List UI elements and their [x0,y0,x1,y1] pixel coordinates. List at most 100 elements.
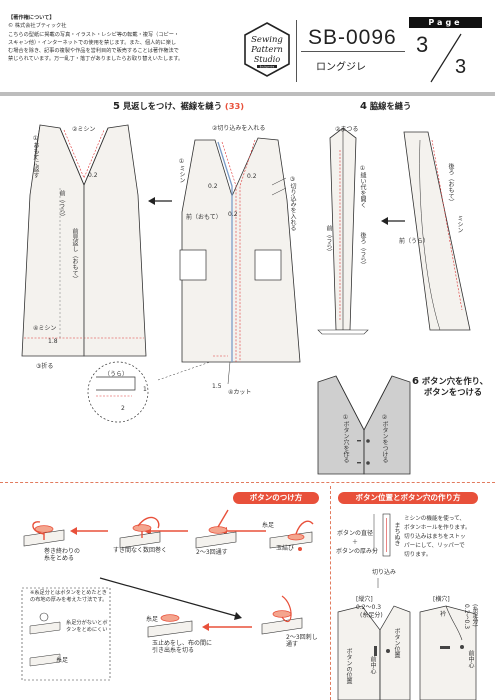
step-number: 5 [113,101,120,112]
label-front-ura: 前（うら） [325,225,332,255]
label-itoashi: 糸足 [262,522,275,529]
label-omote-fold: ①おもてに返す [32,135,39,178]
label-front-omote: 前（おもて） [186,214,222,221]
arrow-left-icon [148,197,172,205]
step-number: 4 [360,101,367,112]
section-divider [0,482,495,483]
step-title-text: ボタンをつける [424,387,483,397]
copyright-notice: 【著作権について】 © 株式会社ブティック社 こちらの型紙に掲載の写真・イラスト… [8,14,238,64]
label-d15: 1.5 [212,383,222,390]
label-no-ashi: 糸足分がないとボタンをとめにくい [66,620,108,633]
label-detail-1: 1 [143,386,147,393]
arrow-left-icon [381,217,405,225]
note-line: ボタンホールを作ります。 [404,525,471,531]
step-number: 6 [412,376,419,387]
pattern-name: ロングジレ [316,62,366,73]
section-divider-vertical [330,486,331,700]
note-line: 切ります。 [404,552,432,558]
label-step6-right: ②ボタンをつける [381,414,388,463]
label-ashi: 糸足 [56,657,69,664]
label-machine: まちぬき [393,522,400,546]
label-kiri3: ③切り込みを入れる [289,176,296,231]
label-thickness: ボタンの厚み分 [336,548,379,555]
sewing-pattern-studio-logo: Sewing Pattern Studio Boutique-sha [243,22,291,77]
label-btn-pos: ボタン位置 [393,628,400,658]
copyright-line: こちらの型紙に掲載の写真・イラスト・レシピ等の転載・複写（コピー・ [8,31,180,38]
label-ashi-note: ※糸足分とはボタンをとめたときの布地の厚みを考えた寸法です。 [30,590,108,603]
note-line: ミシンの機能を使って、 [404,516,465,522]
label-ashi-note2: (糸足分) [471,604,478,627]
copyright-line: む場合を除き、記事の複製や作品を営利目的で販売することは著作権法で [8,48,179,55]
label-d02: 0.2 [247,173,257,180]
label-kiri-ire: ②切り込みを入れる [212,125,266,132]
step-ref: (33) [224,101,245,111]
pattern-code: SB-0096 [308,26,397,49]
page-total: 3 [455,56,467,78]
label-seam-open: ①縫い代を開く [359,165,366,208]
section-pill-button-attach: ボタンのつけ方 [233,492,319,504]
logo-text: Sewing [251,35,283,45]
label-back-ura: 後ろ（うら） [359,232,366,268]
label-d0203: 0.2〜0.3 [356,604,382,611]
label-stitch: 2〜3回刺し通す [286,634,318,648]
step6-title: 6 ボタン穴を作り、 ボタンをつける [412,376,488,398]
label-detail-ura: （うら） [104,371,129,378]
label-ito: 糸足 [146,616,159,623]
label-d02: 0.2 [228,211,238,218]
step-title-text: 脇線を縫う [369,101,412,111]
header-divider [296,20,297,82]
label-mishin: ミシン [456,215,463,233]
label-cut4: ④カット [228,389,252,396]
note-line: 切り込みはまちをストッ [404,534,466,540]
label-detail-2: 2 [121,405,125,412]
label-d02: 0.2 [88,172,98,179]
label-d02: 0.2 [208,183,218,190]
page-current: 3 [416,32,429,57]
label-tamadome: 玉止めをし、布の間に引き出糸を切る [152,640,213,654]
label-center: 前中心 [369,656,376,674]
label-kirikomi: 切り込み [372,569,397,576]
label-btn-pos2: ボタンの位置 [345,648,352,684]
page-slash [430,33,462,83]
label-eri: 衿 [440,611,447,618]
label-bp-note: ミシンの機能を使って、 ボタンホールを作ります。 切り込みはまちをストッ パーに… [404,515,471,560]
step-title-text: ボタン穴を作り、 [421,376,488,386]
label-tamamusubi: 玉結び [276,545,295,552]
logo-small-text: Boutique-sha [260,66,275,69]
label-plus: ＋ [352,539,359,546]
logo-text: Studio [254,55,281,64]
copyright-line: © 株式会社ブティック社 [8,23,67,30]
label-tate: [縦穴] [356,596,373,603]
note-line: パーにして、リッパーで [404,543,465,549]
label-mikaeshi: 前見返し（おもて） [71,228,78,282]
label-diameter: ボタンの直径 [337,530,374,537]
label-stop: 巻き終わりの糸をとめる [44,548,81,562]
page-label: Page [409,17,482,28]
label-wind: すき間なく数回巻く [113,547,168,554]
copyright-line: 【著作権について】 [8,15,55,21]
step-title-text: 見返しをつけ、裾線を縫う [122,101,223,111]
label-d0203b: 0.2〜0.3 [463,604,470,630]
label-front-ura2: 前（うら） [399,238,430,245]
label-matsuru: ②まつる [335,126,359,133]
label-yoko: [横穴] [433,596,450,603]
header-rule [301,51,405,52]
label-mishin1: ①ミシン [178,158,185,183]
label-d18: 1.8 [48,338,58,345]
label-through: 2〜3回通す [196,549,228,556]
label-front-ura: 前（うら） [58,190,65,220]
section-pill-button-position: ボタン位置とボタン穴の作り方 [338,492,478,504]
step5-title: 5 見返しをつけ、裾線を縫う (33) [113,100,244,112]
label-center2: 前中心 [467,650,474,668]
copyright-line: スキャン他）・インターネットでの使用を禁じます。また、個人的に楽し [8,39,177,46]
label-step6-left: ①ボタン穴を作る [342,414,349,463]
label-back-omote: 後ろ（おもて） [447,163,454,205]
header-bar [0,92,495,96]
label-mishin2: ②ミシン [72,126,96,133]
